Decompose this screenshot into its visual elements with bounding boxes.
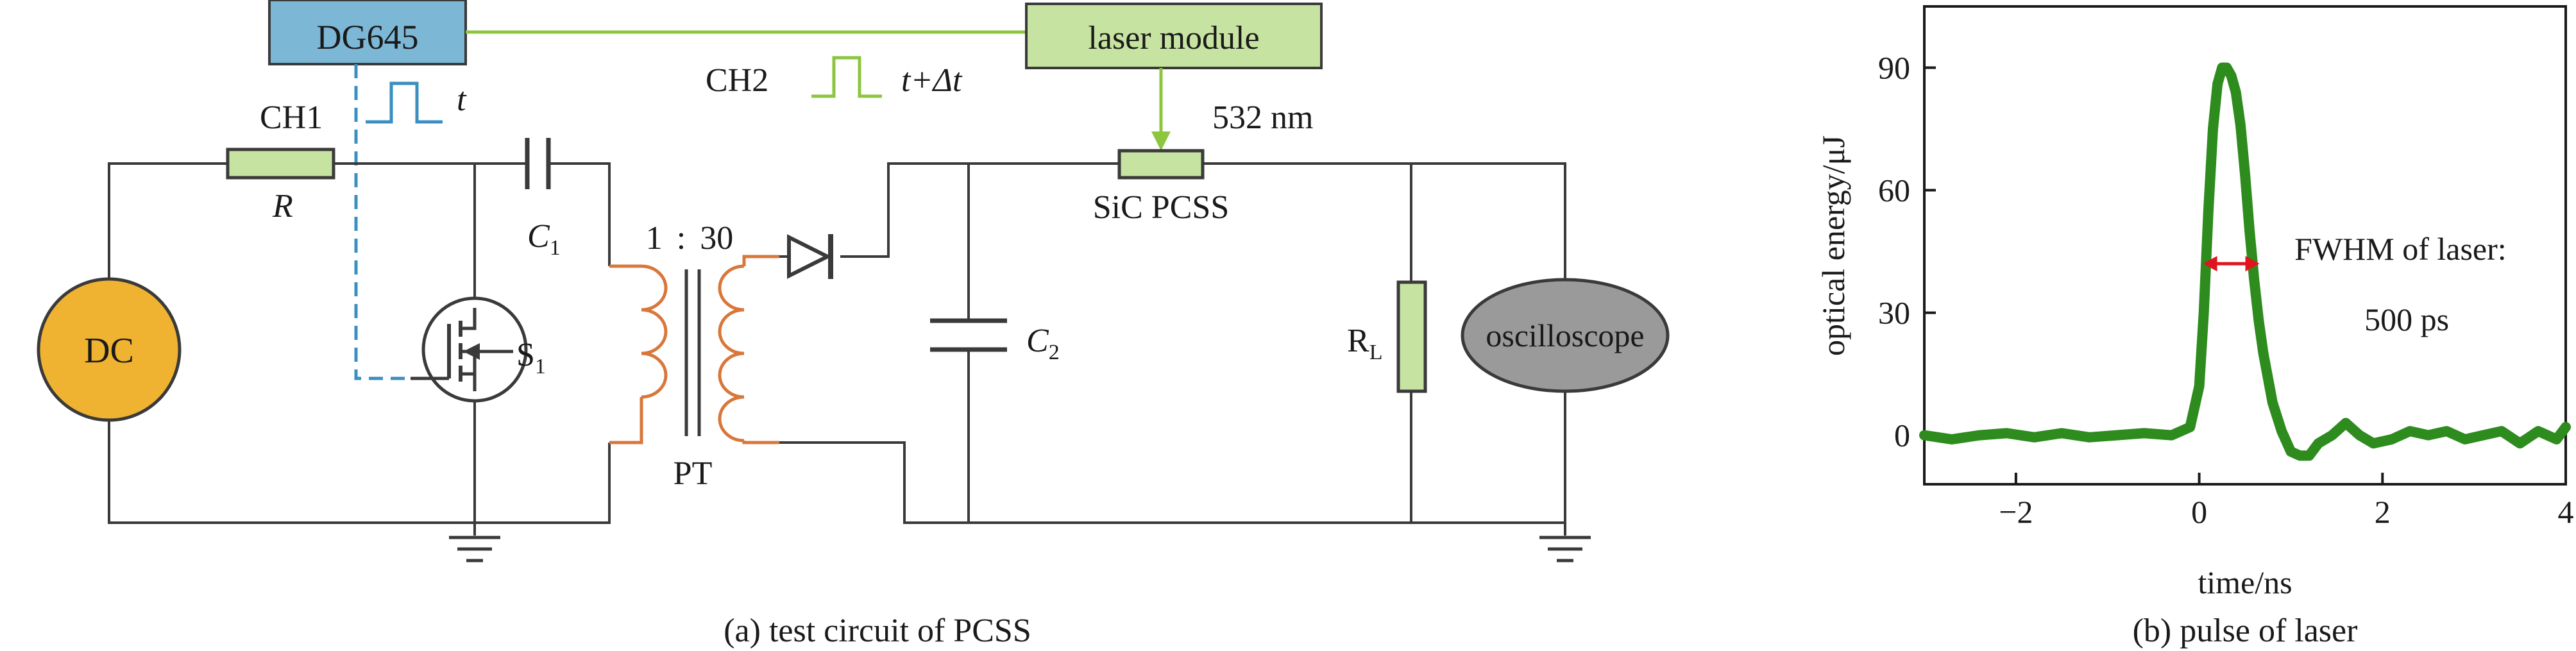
transformer-label: PT [674, 455, 713, 492]
series-line-laser-pulse [1919, 62, 2571, 461]
fwhm-arrow-head [2203, 256, 2217, 272]
turns-ratio: 1:30 [646, 220, 733, 257]
x-tick-label: 2 [2375, 494, 2391, 530]
laser-module-box [1025, 3, 1323, 69]
fwhm-arrow-head [2245, 256, 2260, 272]
ground-icon [449, 536, 500, 562]
fwhm-arrow [2203, 256, 2260, 272]
x-tick-label: −2 [1999, 494, 2033, 530]
circuit-panel: DG645 laser module CH2 t+Δt CH1 t [37, 0, 1670, 649]
y-tick-label: 0 [1894, 418, 1910, 453]
laser-pulse-chart: −2 0 2 4 0 30 60 90 FWHM of laser: 500 ps time… [1815, 5, 2574, 649]
diode [787, 234, 833, 279]
wavelength-label: 532 nm [1212, 99, 1313, 136]
y-tick-label: 60 [1878, 173, 1910, 208]
dc-label: DC [84, 331, 134, 371]
mosfet-s1 [411, 296, 528, 403]
y-axis-ticks: 0 30 60 90 [1878, 50, 1936, 453]
ch1-time: t [457, 81, 467, 118]
laser-module-label: laser module [1088, 20, 1259, 56]
fwhm-annotation-line1: FWHM of laser: [2294, 231, 2507, 267]
x-axis-label: time/ns [2198, 564, 2292, 600]
plot-frame [1923, 5, 2567, 486]
sic-pcss [1117, 149, 1205, 180]
ch1-pulse-icon [366, 81, 443, 124]
ch2-pulse-icon [811, 56, 882, 98]
resistor-r-label: R [272, 188, 293, 224]
capacitor-c2-label: C2 [1026, 323, 1060, 364]
dg645-box [268, 0, 467, 65]
oscilloscope [1461, 278, 1670, 393]
y-axis-label: optical energy/μJ [1815, 135, 1851, 356]
circuit-caption: (a) test circuit of PCSS [724, 613, 1031, 649]
ch1-label: CH1 [260, 99, 323, 136]
x-axis-ticks: −2 0 2 4 [1999, 473, 2574, 530]
ch2-label: CH2 [706, 62, 768, 99]
ch2-time: t+Δt [901, 62, 963, 99]
trigger-line-ch1 [354, 64, 411, 380]
fwhm-annotation-line2: 500 ps [2364, 301, 2449, 337]
oscilloscope-label: oscilloscope [1486, 317, 1644, 353]
dg645-label: DG645 [317, 18, 419, 56]
pcss-label: SiC PCSS [1093, 189, 1230, 226]
x-tick-label: 0 [2191, 494, 2207, 530]
switch-s1-label: S1 [516, 337, 546, 378]
ground-icon [1539, 536, 1591, 562]
secondary-wiring [779, 162, 1566, 536]
load-rl-label: RL [1347, 323, 1382, 364]
primary-wiring [108, 162, 611, 536]
dc-source [37, 277, 182, 422]
capacitor-c1-label: C1 [527, 218, 561, 260]
resistor-r [226, 148, 335, 180]
x-tick-label: 4 [2558, 494, 2574, 530]
transformer-pt [609, 255, 779, 444]
laser-beam-arrow [1151, 131, 1171, 151]
load-resistor-rl [1396, 280, 1427, 393]
chart-caption: (b) pulse of laser [2133, 613, 2358, 649]
y-tick-label: 90 [1878, 50, 1910, 86]
y-tick-label: 30 [1878, 295, 1910, 331]
